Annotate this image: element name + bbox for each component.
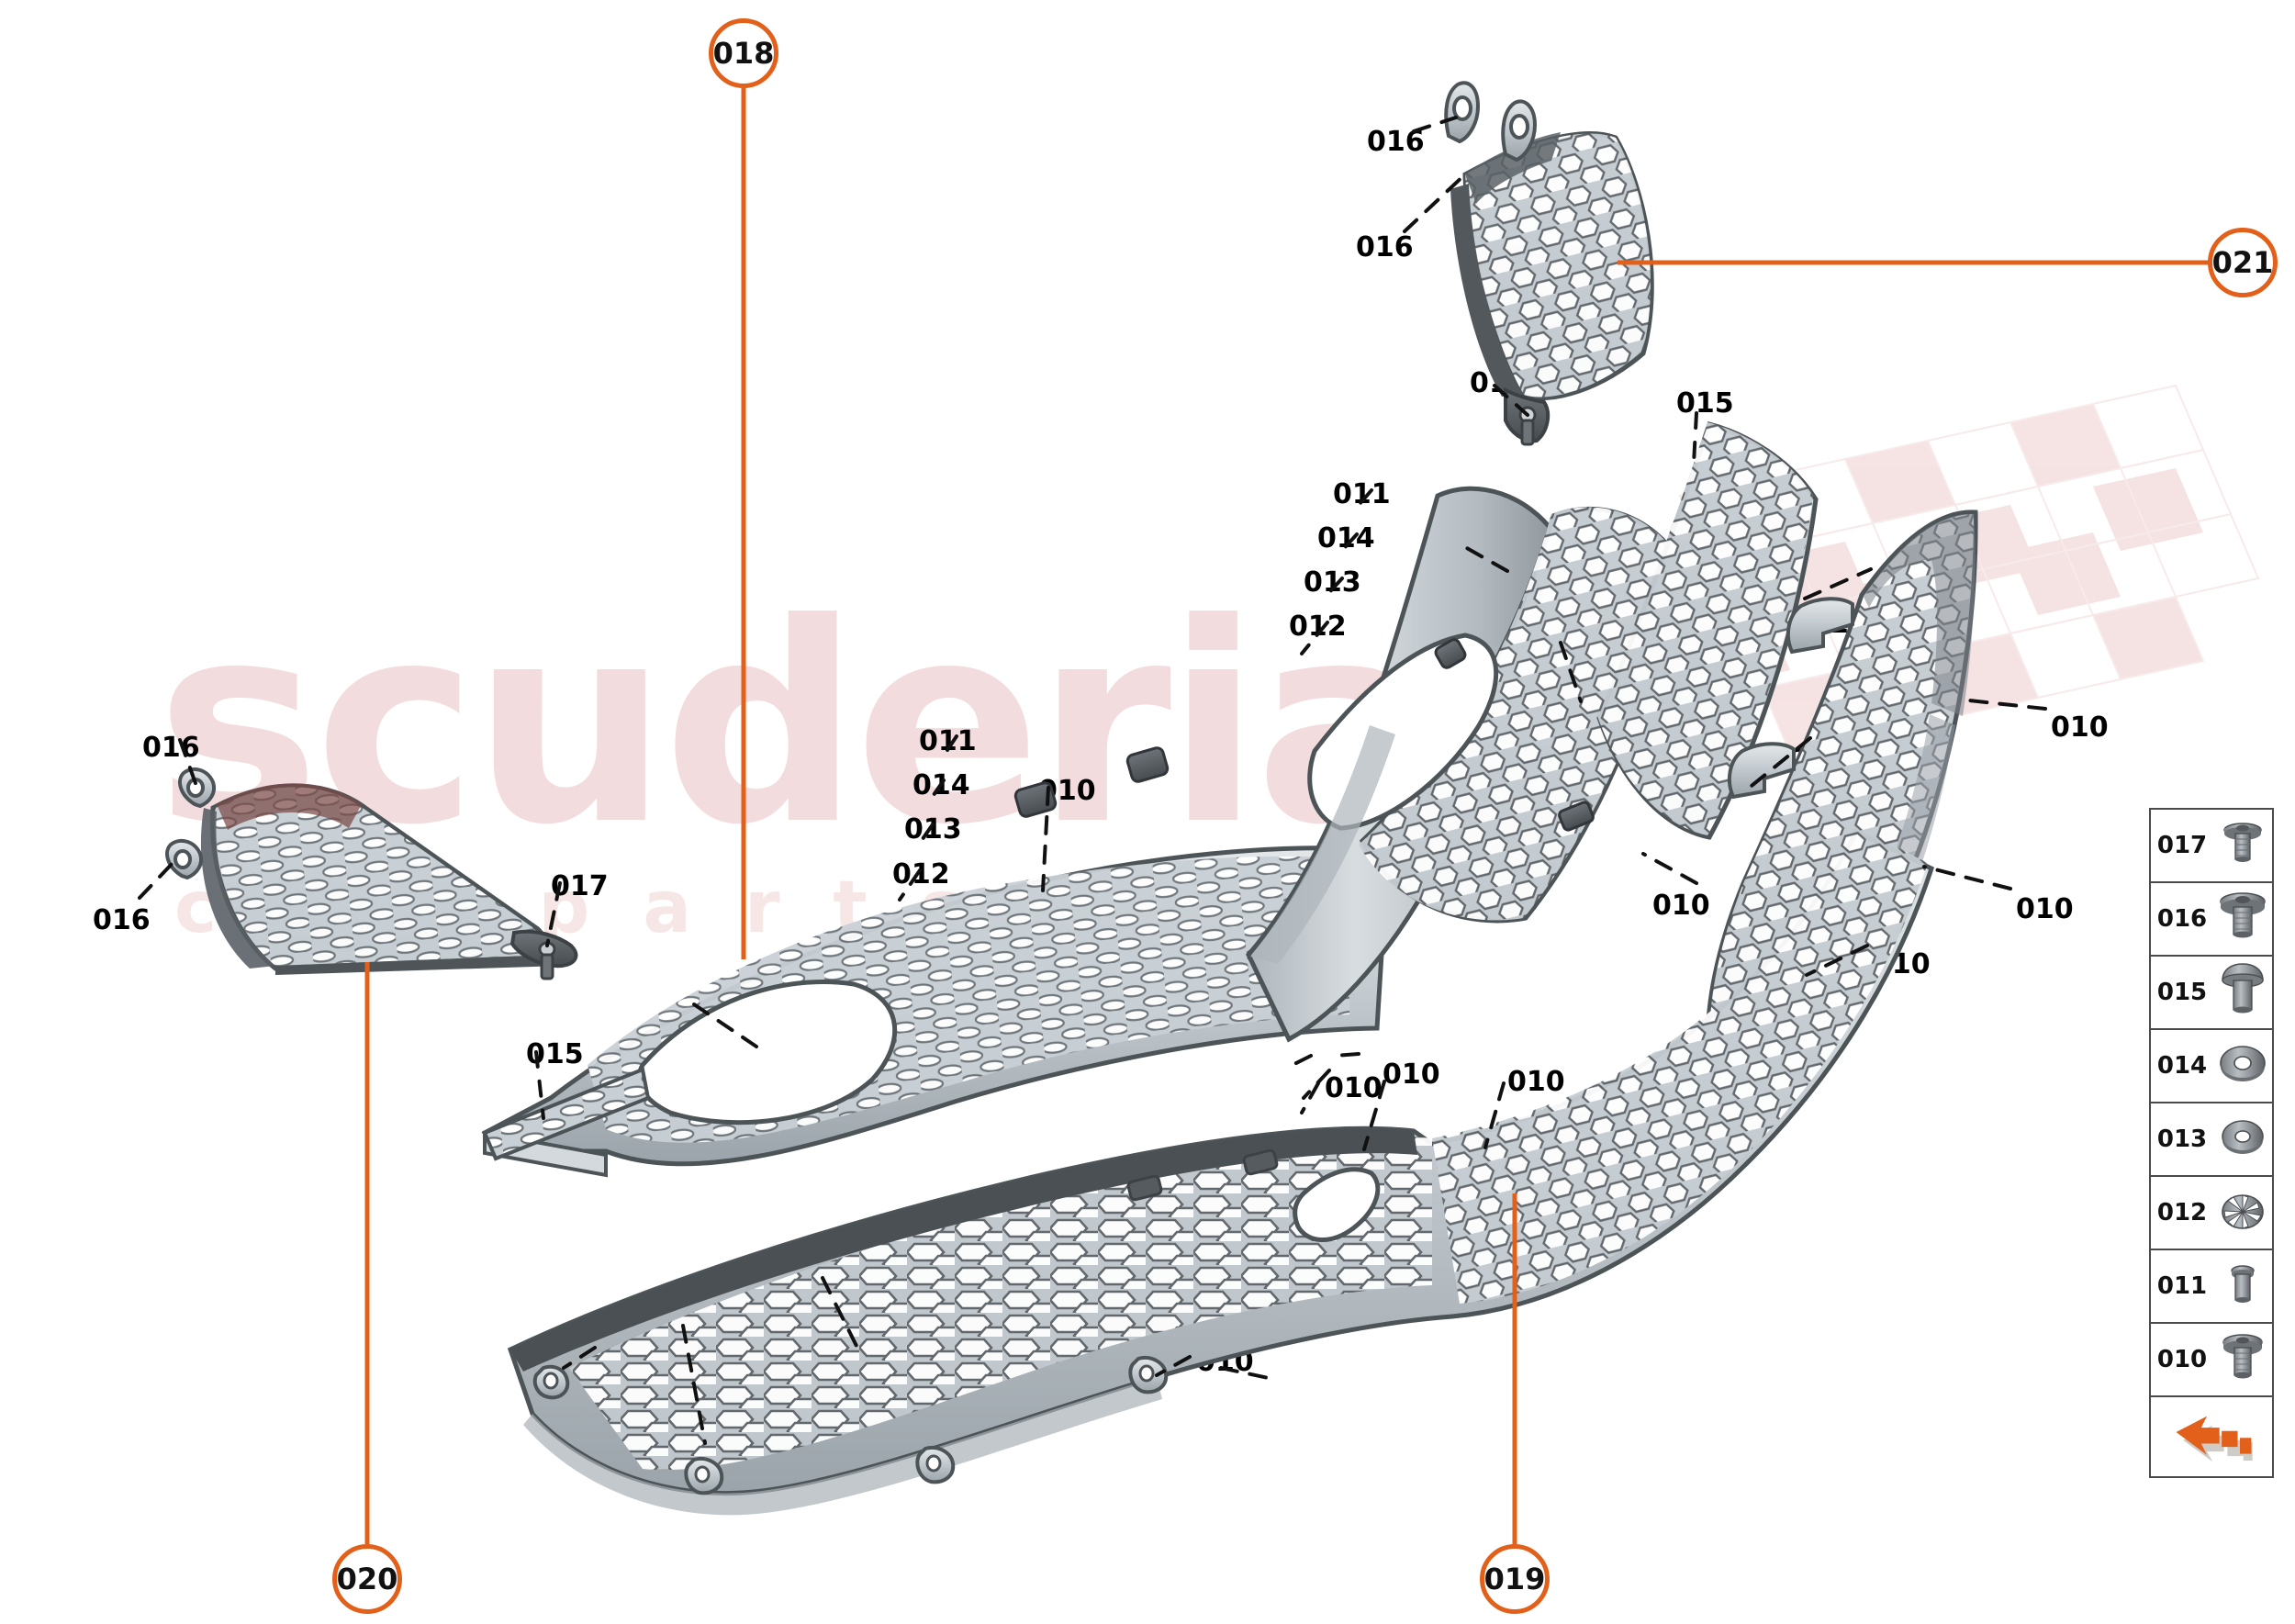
callout-label-010: 010	[1652, 890, 1710, 922]
callout-label-010: 010	[1325, 1072, 1383, 1104]
legend-code-015: 015	[2156, 979, 2208, 1006]
legend-row-013[interactable]: 013	[2151, 1103, 2272, 1177]
legend-code-013: 013	[2156, 1126, 2208, 1153]
callout-label-013: 013	[1304, 566, 1361, 599]
assembly-tag-021[interactable]: 021	[2208, 228, 2278, 297]
washer-large-icon	[2213, 1030, 2272, 1102]
dome-head-bolt-icon	[2213, 957, 2272, 1028]
part-021-grille	[1444, 81, 1654, 446]
legend-row-016[interactable]: 016	[2151, 883, 2272, 957]
star-clip-icon	[2213, 1177, 2272, 1249]
callout-label-010: 010	[1507, 1066, 1565, 1098]
legend-row-017[interactable]: 017	[2151, 810, 2272, 883]
legend-code-016: 016	[2156, 905, 2208, 933]
legend-code-014: 014	[2156, 1052, 2208, 1080]
washer-small-icon	[2213, 1103, 2272, 1175]
legend-code-011: 011	[2156, 1272, 2208, 1300]
orange-arrow-icon	[2151, 1408, 2272, 1465]
rivet-pin-icon	[2213, 1250, 2272, 1322]
callout-label-016: 016	[142, 732, 200, 764]
flange-bolt-wide-icon	[2213, 883, 2272, 955]
assembly-connector-lines	[364, 88, 2243, 1544]
flange-bolt-short-icon	[2213, 810, 2272, 881]
legend-row-015[interactable]: 015	[2151, 957, 2272, 1030]
legend-code-017: 017	[2156, 832, 2208, 859]
flange-screw-icon	[2213, 1324, 2272, 1395]
callout-label-012: 012	[1289, 610, 1347, 643]
legend-row-010[interactable]: 010	[2151, 1324, 2272, 1397]
legend-code-010: 010	[2156, 1346, 2208, 1373]
part-020-grille	[165, 767, 578, 980]
callout-label-010: 010	[1383, 1058, 1440, 1091]
callout-label-011: 011	[919, 725, 977, 757]
callout-label-016: 016	[1356, 231, 1414, 263]
callout-label-012: 012	[892, 858, 950, 890]
assembly-tag-018[interactable]: 018	[709, 18, 778, 88]
callout-label-013: 013	[904, 813, 962, 846]
legend-row-011[interactable]: 011	[2151, 1250, 2272, 1324]
callout-label-011: 011	[1333, 478, 1391, 510]
callout-label-016: 016	[93, 904, 151, 936]
legend-row-014[interactable]: 014	[2151, 1030, 2272, 1103]
legend-row-012[interactable]: 012	[2151, 1177, 2272, 1250]
callout-label-014: 014	[1317, 522, 1375, 554]
callout-label-010: 010	[2016, 893, 2074, 925]
hardware-legend-table: 017 016 015 014 013 012 011 010	[2149, 808, 2274, 1478]
legend-footer-row[interactable]	[2151, 1397, 2272, 1476]
callout-label-010: 010	[2051, 711, 2109, 744]
callout-label-015: 015	[1676, 387, 1734, 420]
assembly-tag-020[interactable]: 020	[332, 1544, 402, 1614]
assembly-tag-019[interactable]: 019	[1480, 1544, 1550, 1614]
legend-code-012: 012	[2156, 1199, 2208, 1226]
